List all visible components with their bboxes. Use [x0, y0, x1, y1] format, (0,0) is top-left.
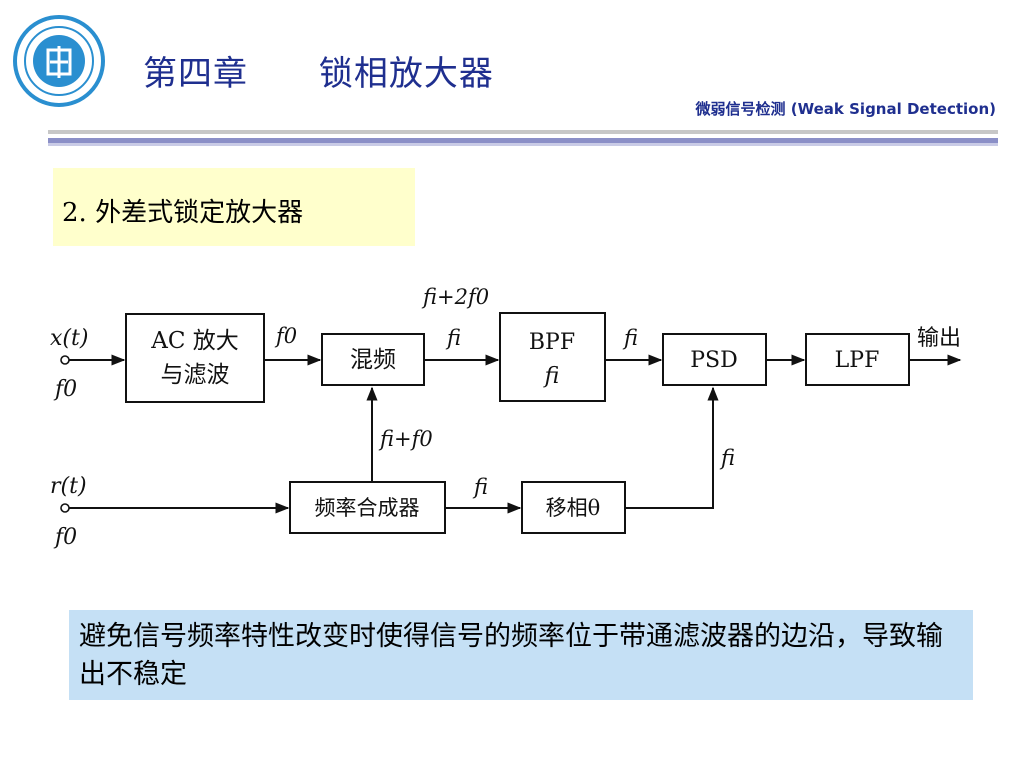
ac-amp-label-2: 与滤波	[161, 362, 230, 388]
phase-shifter-label: 移相θ	[546, 496, 601, 520]
psd-label: PSD	[690, 348, 738, 373]
wire-phase-to-psd	[625, 386, 719, 509]
course-title: 微弱信号检测 (Weak Signal Detection)	[695, 100, 996, 118]
mixer-label: 混频	[350, 347, 396, 373]
note-box: 避免信号频率特性改变时使得信号的频率位于带通滤波器的边沿，导致输出不稳定	[69, 610, 973, 700]
label-synth-to-mixer: fi+f0	[378, 427, 433, 451]
section-title: 2. 外差式锁定放大器	[62, 198, 304, 228]
output-label: 输出	[917, 326, 961, 351]
header-divider	[48, 130, 998, 148]
x-input-terminal	[60, 355, 70, 365]
r-input-terminal	[60, 503, 70, 513]
ac-amp-label-1: AC 放大	[150, 328, 239, 354]
label-amp-to-mixer: f0	[274, 324, 297, 348]
label-bpf-out: fi	[622, 326, 638, 350]
ac-amp-block	[125, 313, 265, 403]
section-heading-box: 2. 外差式锁定放大器	[53, 168, 415, 246]
synthesizer-label: 频率合成器	[315, 496, 420, 520]
bpf-block	[499, 312, 606, 402]
lpf-label: LPF	[835, 348, 880, 373]
bpf-label-2: fi	[543, 364, 560, 389]
label-synth-to-phase: fi	[472, 475, 488, 499]
r-input-freq: f0	[53, 525, 77, 550]
university-logo	[13, 15, 105, 107]
r-input-label: r(t)	[50, 474, 87, 499]
bpf-label-1: BPF	[529, 330, 575, 355]
heterodyne-lock-in-diagram: AC 放大 与滤波 混频 BPF fi PSD LPF 频率合成器 移相θ x(…	[50, 285, 962, 550]
label-phase-to-psd: fi	[719, 446, 735, 470]
x-input-freq: f0	[53, 377, 77, 402]
label-mixer-sum: fi+2f0	[421, 285, 489, 309]
chapter-title: 第四章 锁相放大器	[143, 54, 494, 94]
note-text: 避免信号频率特性改变时使得信号的频率位于带通滤波器的边沿，导致输出不稳定	[79, 621, 943, 690]
label-mixer-out: fi	[445, 326, 461, 350]
x-input-label: x(t)	[50, 326, 88, 351]
